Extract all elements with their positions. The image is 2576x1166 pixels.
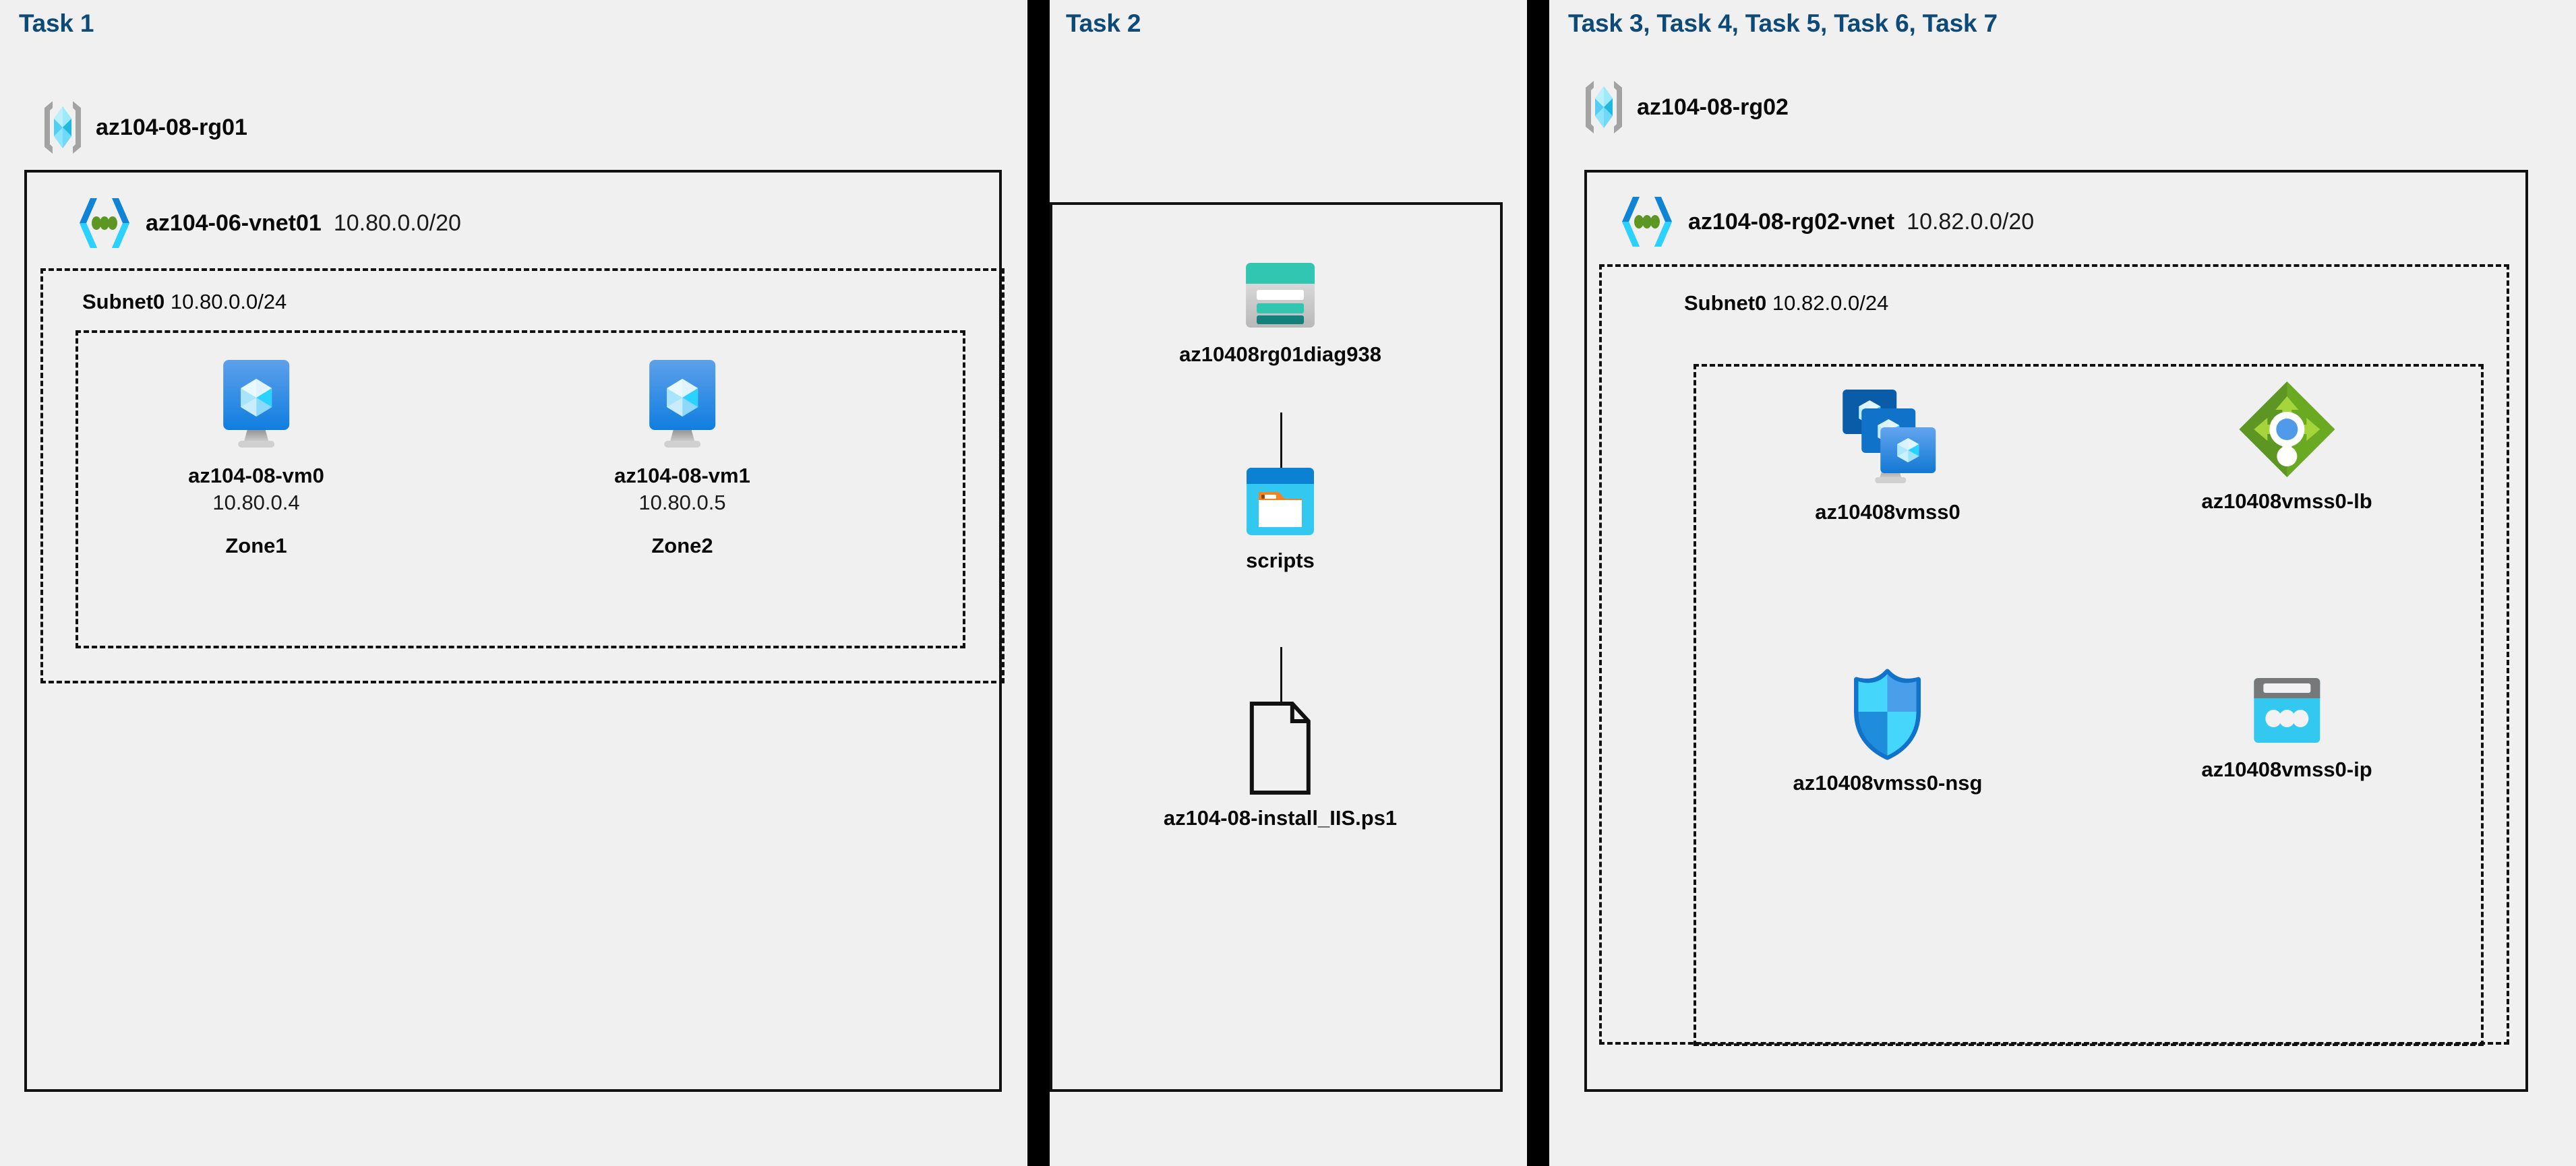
- storage-account-name: az10408rg01diag938: [1179, 342, 1381, 366]
- connector-scripts-to-file: [1280, 647, 1282, 704]
- network-security-group-icon: [1846, 667, 1929, 762]
- storage-account-node[interactable]: az10408rg01diag938: [1179, 257, 1381, 367]
- virtual-network-icon: [76, 197, 133, 249]
- connector-storage-to-scripts: [1280, 412, 1282, 469]
- public-ip-node[interactable]: az10408vmss0-ip: [2201, 674, 2372, 782]
- vm-node-0[interactable]: az104-08-vm0 10.80.0.4 Zone1: [188, 356, 324, 558]
- availability-zone-box: [76, 330, 965, 648]
- vnet-cidr: 10.82.0.0/20: [1907, 208, 2035, 235]
- virtual-machine-icon: [212, 356, 300, 454]
- subnet-cidr: 10.82.0.0/24: [1772, 291, 1889, 315]
- panel-divider-2: [1527, 0, 1549, 1166]
- panel-divider-1: [1027, 0, 1050, 1166]
- vm-node-1[interactable]: az104-08-vm1 10.80.0.5 Zone2: [614, 356, 750, 558]
- resource-group-icon: [42, 100, 84, 155]
- vnet-name: az104-06-vnet01: [146, 210, 322, 236]
- subnet-name: Subnet0: [82, 290, 165, 313]
- resource-group-name: az104-08-rg02: [1637, 94, 1789, 120]
- resource-group-icon: [1583, 80, 1625, 135]
- subnet-name: Subnet0: [1684, 291, 1767, 315]
- vnet-box-az104-06-vnet01: [24, 170, 1002, 1092]
- panel-title-task-3-7: Task 3, Task 4, Task 5, Task 6, Task 7: [1568, 9, 1998, 37]
- blob-container-icon: [1242, 465, 1318, 539]
- virtual-machine-icon: [638, 356, 726, 454]
- scripts-container-node[interactable]: scripts: [1242, 465, 1318, 573]
- resource-group-header-rg02: az104-08-rg02: [1583, 80, 1789, 135]
- vm-name: az104-08-vm1: [614, 464, 750, 487]
- task2-content-box: [1050, 202, 1503, 1092]
- panel-title-task-1: Task 1: [19, 9, 94, 37]
- load-balancer-node[interactable]: az10408vmss0-lb: [2201, 379, 2372, 514]
- vm-zone: Zone2: [651, 534, 713, 557]
- scripts-container-name: scripts: [1246, 549, 1315, 572]
- vnet-header-az104-08-rg02-vnet: az104-08-rg02-vnet 10.82.0.0/20: [1618, 195, 2034, 248]
- public-ip-address-icon: [2248, 674, 2325, 748]
- vnet-name: az104-08-rg02-vnet: [1688, 208, 1895, 235]
- panel-task-1: Task 1 az104-08-rg01: [0, 0, 1027, 1166]
- nsg-name: az10408vmss0-nsg: [1793, 771, 1983, 795]
- vnet-cidr: 10.80.0.0/20: [333, 210, 461, 236]
- nsg-node[interactable]: az10408vmss0-nsg: [1793, 667, 1983, 795]
- vmss-name: az10408vmss0: [1815, 500, 1960, 524]
- subnet-resources-box: [1694, 364, 2484, 1046]
- panel-title-task-2: Task 2: [1066, 9, 1141, 37]
- vmss-node[interactable]: az10408vmss0: [1815, 384, 1960, 524]
- subnet-cidr: 10.80.0.0/24: [170, 290, 287, 313]
- vm-scale-set-icon: [1830, 384, 1945, 491]
- subnet-caption-task3: Subnet0 10.82.0.0/24: [1684, 291, 1888, 315]
- vm-ip: 10.80.0.4: [212, 491, 300, 514]
- load-balancer-icon: [2236, 379, 2337, 480]
- resource-group-header-rg01: az104-08-rg01: [42, 100, 247, 155]
- vm-zone: Zone1: [225, 534, 287, 557]
- panel-task-2: Task 2 az10408rg01diag938: [1050, 0, 1527, 1166]
- resource-group-name: az104-08-rg01: [96, 114, 247, 140]
- panel-task-3-7: Task 3, Task 4, Task 5, Task 6, Task 7 a…: [1549, 0, 2576, 1166]
- vm-ip: 10.80.0.5: [638, 491, 726, 514]
- vm-name: az104-08-vm0: [188, 464, 324, 487]
- public-ip-name: az10408vmss0-ip: [2201, 758, 2372, 781]
- subnet-box-task1: [40, 268, 1005, 683]
- subnet-caption-task1: Subnet0 10.80.0.0/24: [82, 290, 287, 314]
- file-icon: [1244, 700, 1317, 797]
- script-file-node[interactable]: az104-08-install_IIS.ps1: [1164, 700, 1397, 830]
- virtual-network-icon: [1618, 195, 1676, 248]
- script-file-name: az104-08-install_IIS.ps1: [1163, 806, 1398, 830]
- storage-account-icon: [1240, 257, 1320, 333]
- load-balancer-name: az10408vmss0-lb: [2201, 489, 2372, 513]
- vnet-header-az104-06-vnet01: az104-06-vnet01 10.80.0.0/20: [76, 197, 461, 249]
- vnet-box-az104-08-rg02-vnet: [1584, 170, 2528, 1092]
